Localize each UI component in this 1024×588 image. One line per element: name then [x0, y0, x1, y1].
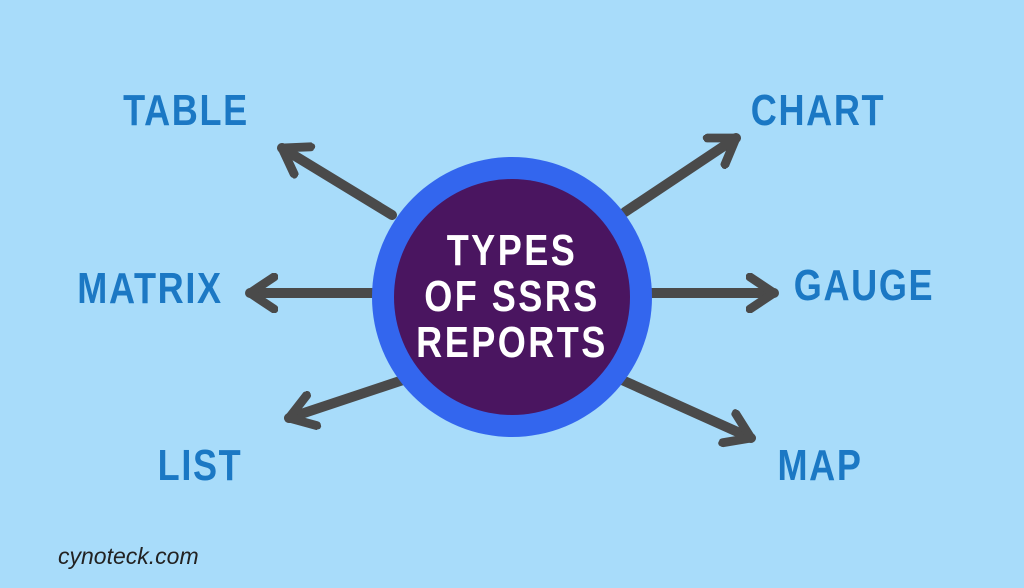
arrow-list	[284, 375, 408, 418]
arrow-table	[277, 148, 397, 220]
arrow-chart	[620, 133, 741, 217]
center-line: REPORTS	[416, 318, 608, 367]
label-gauge: GAUGE	[793, 261, 935, 310]
arrow-map	[617, 375, 756, 438]
label-list: LIST	[157, 441, 243, 490]
label-matrix: MATRIX	[77, 264, 223, 313]
center-line: TYPES	[446, 226, 578, 275]
label-chart: CHART	[750, 86, 886, 135]
center-line: OF SSRS	[424, 272, 600, 321]
label-table: TABLE	[123, 86, 249, 135]
label-map: MAP	[777, 441, 863, 490]
center-title: TYPES OF SSRS REPORTS	[416, 228, 608, 366]
center-core	[394, 179, 630, 415]
footer-watermark: cynoteck.com	[58, 543, 199, 569]
